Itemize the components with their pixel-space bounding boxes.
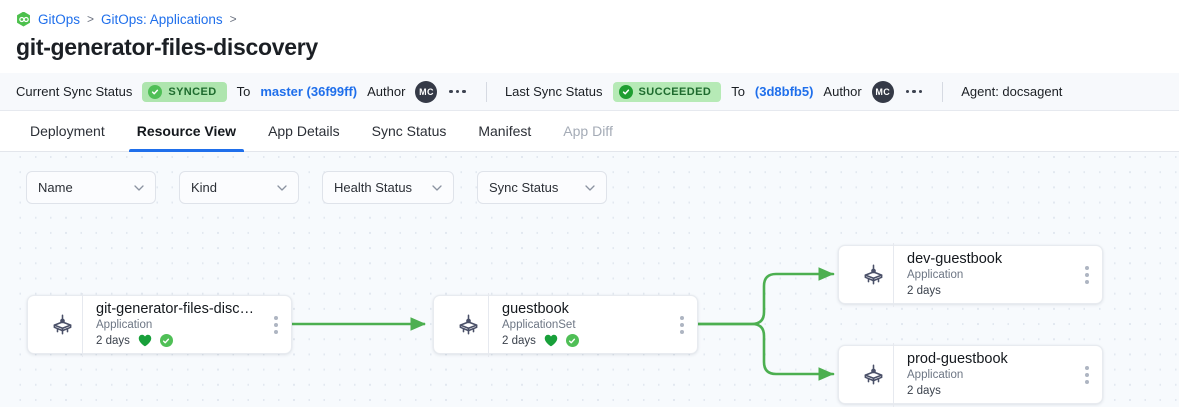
filter-sync-status-label: Sync Status <box>489 180 559 195</box>
tab-app-diff: App Diff <box>563 123 613 139</box>
current-sync-status-label: Current Sync Status <box>16 84 133 99</box>
graph-node-guestbook[interactable]: guestbook ApplicationSet 2 days <box>433 292 698 357</box>
node-title: git-generator-files-disco... <box>96 300 257 317</box>
last-ellipsis-icon[interactable] <box>904 86 925 98</box>
node-body: dev-guestbook Application 2 days <box>893 242 1072 307</box>
node-kind: Application <box>907 368 964 381</box>
status-bar: Current Sync Status SYNCED To master (36… <box>0 73 1179 111</box>
filter-kind-label: Kind <box>191 180 218 195</box>
breadcrumb-item-applications[interactable]: GitOps: Applications <box>101 11 223 27</box>
node-body: prod-guestbook Application 2 days <box>893 342 1072 407</box>
page-title: git-generator-files-discovery <box>16 34 318 60</box>
chevron-down-icon <box>432 184 442 191</box>
argo-app-icon <box>853 262 893 287</box>
current-sync-status-badge-label: SYNCED <box>168 85 217 98</box>
edge-appset-to-dev <box>695 267 835 326</box>
node-title: dev-guestbook <box>907 250 1003 267</box>
last-to-label: To <box>731 84 745 99</box>
filter-name-dropdown[interactable]: Name <box>26 171 156 204</box>
node-kind: Application <box>96 318 153 331</box>
filter-name-label: Name <box>38 180 73 195</box>
last-author-avatar[interactable]: MC <box>871 80 894 103</box>
edge-appset-to-prod <box>695 322 835 381</box>
sync-check-icon <box>565 334 579 347</box>
node-title: prod-guestbook <box>907 350 1008 367</box>
sync-check-icon <box>159 334 173 347</box>
agent-label: Agent: docsagent <box>961 84 1063 99</box>
current-revision-link[interactable]: master (36f99ff) <box>260 84 358 99</box>
filter-health-status-dropdown[interactable]: Health Status <box>322 171 454 204</box>
current-sync-status-group: Current Sync Status SYNCED To master (36… <box>16 80 468 103</box>
current-ellipsis-icon[interactable] <box>447 86 468 98</box>
tab-app-details[interactable]: App Details <box>268 123 340 139</box>
tab-bar: Deployment Resource View App Details Syn… <box>0 111 1179 152</box>
filter-sync-status-dropdown[interactable]: Sync Status <box>477 171 607 204</box>
check-circle-icon <box>148 84 163 99</box>
chevron-down-icon <box>134 184 144 191</box>
tab-sync-status[interactable]: Sync Status <box>371 123 447 139</box>
resource-graph-canvas: Name Kind Health Status Sync Status <box>0 152 1179 407</box>
graph-node-prod-guestbook[interactable]: prod-guestbook Application 2 days <box>838 342 1103 407</box>
node-meta: 2 days <box>96 333 257 349</box>
argo-app-icon <box>853 362 893 387</box>
tab-deployment[interactable]: Deployment <box>30 123 105 139</box>
filter-kind-dropdown[interactable]: Kind <box>179 171 299 204</box>
current-to-label: To <box>236 84 251 99</box>
tab-manifest[interactable]: Manifest <box>478 123 532 139</box>
current-sync-status-badge: SYNCED <box>142 81 227 102</box>
status-divider <box>485 81 487 102</box>
chevron-down-icon <box>277 184 287 191</box>
status-divider <box>942 81 944 102</box>
node-menu-icon[interactable] <box>1072 346 1102 403</box>
check-circle-icon <box>618 84 633 99</box>
node-kind: Application <box>907 268 964 281</box>
graph-node-git-generator-files-discovery[interactable]: git-generator-files-disco... Application… <box>27 292 292 357</box>
graph-node-dev-guestbook[interactable]: dev-guestbook Application 2 days <box>838 242 1103 307</box>
argo-app-icon <box>448 312 488 337</box>
filter-bar: Name Kind Health Status Sync Status <box>26 171 607 204</box>
node-age: 2 days <box>96 334 130 347</box>
last-sync-status-label: Last Sync Status <box>504 84 603 99</box>
node-menu-icon[interactable] <box>1072 246 1102 303</box>
last-sync-status-badge: SUCCEEDED <box>612 81 722 102</box>
filter-health-status-label: Health Status <box>334 180 413 195</box>
node-body: git-generator-files-disco... Application… <box>82 292 261 357</box>
tab-resource-view[interactable]: Resource View <box>123 111 250 152</box>
node-kind: ApplicationSet <box>502 318 576 331</box>
last-sync-status-group: Last Sync Status SUCCEEDED To (3d8bfb5) … <box>504 80 925 103</box>
node-meta: 2 days <box>907 283 1068 299</box>
chevron-down-icon <box>585 184 595 191</box>
last-revision-link[interactable]: (3d8bfb5) <box>754 84 814 99</box>
node-menu-icon[interactable] <box>667 296 697 353</box>
node-age: 2 days <box>907 284 941 297</box>
health-heart-icon <box>138 334 152 347</box>
breadcrumb: GitOps > GitOps: Applications > <box>0 0 1179 28</box>
node-menu-icon[interactable] <box>261 296 291 353</box>
node-meta: 2 days <box>907 383 1068 399</box>
breadcrumb-separator: > <box>87 12 95 26</box>
node-age: 2 days <box>907 384 941 397</box>
node-age: 2 days <box>502 334 536 347</box>
current-author-label: Author <box>367 84 406 99</box>
argo-app-icon <box>42 312 82 337</box>
current-author-avatar[interactable]: MC <box>415 80 438 103</box>
gitops-hexagon-icon <box>17 11 30 27</box>
node-title: guestbook <box>502 300 569 317</box>
health-heart-icon <box>544 334 558 347</box>
breadcrumb-separator: > <box>229 12 237 26</box>
breadcrumb-item-gitops[interactable]: GitOps <box>38 11 81 27</box>
last-author-label: Author <box>823 84 862 99</box>
node-body: guestbook ApplicationSet 2 days <box>488 292 667 357</box>
node-meta: 2 days <box>502 333 663 349</box>
last-sync-status-badge-label: SUCCEEDED <box>638 85 712 98</box>
